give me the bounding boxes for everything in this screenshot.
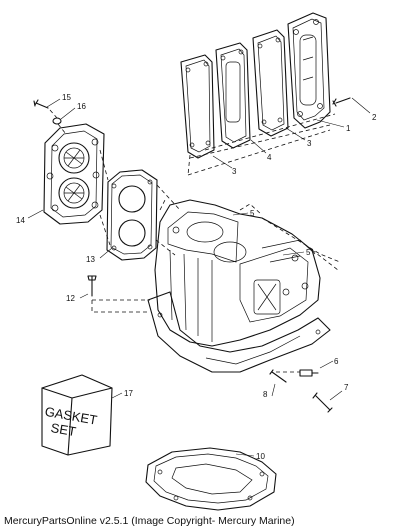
- exhaust-cover-plates: [180, 12, 371, 159]
- callout-15: 15: [62, 93, 71, 102]
- callout-1: 1: [346, 124, 351, 133]
- callout-5-upper: 5: [250, 209, 255, 218]
- callout-6: 6: [334, 357, 339, 366]
- callout-5-lower: 5: [306, 248, 311, 257]
- gasket-set-box: [41, 374, 123, 456]
- callout-4: 4: [267, 153, 272, 162]
- head-gasket: [106, 169, 158, 261]
- cylinder-head: [33, 98, 105, 225]
- callout-10: 10: [256, 452, 265, 461]
- callout-3-lower: 3: [232, 167, 237, 176]
- bolt-12: [79, 275, 97, 299]
- callout-16: 16: [77, 102, 86, 111]
- copyright-caption: MercuryPartsOnline v2.5.1 (Image Copyrig…: [4, 515, 295, 527]
- callout-3-upper: 3: [307, 139, 312, 148]
- callout-2: 2: [372, 113, 377, 122]
- drain-fittings: [269, 360, 343, 413]
- cylinder-block: [147, 199, 331, 373]
- base-gasket: [145, 447, 277, 511]
- callout-17: 17: [124, 389, 133, 398]
- callout-8: 8: [263, 390, 268, 399]
- gasket-box-label-line2: SET: [50, 420, 78, 439]
- callout-12: 12: [66, 294, 75, 303]
- callout-7: 7: [344, 383, 349, 392]
- callout-14: 14: [16, 216, 25, 225]
- callout-13: 13: [86, 255, 95, 264]
